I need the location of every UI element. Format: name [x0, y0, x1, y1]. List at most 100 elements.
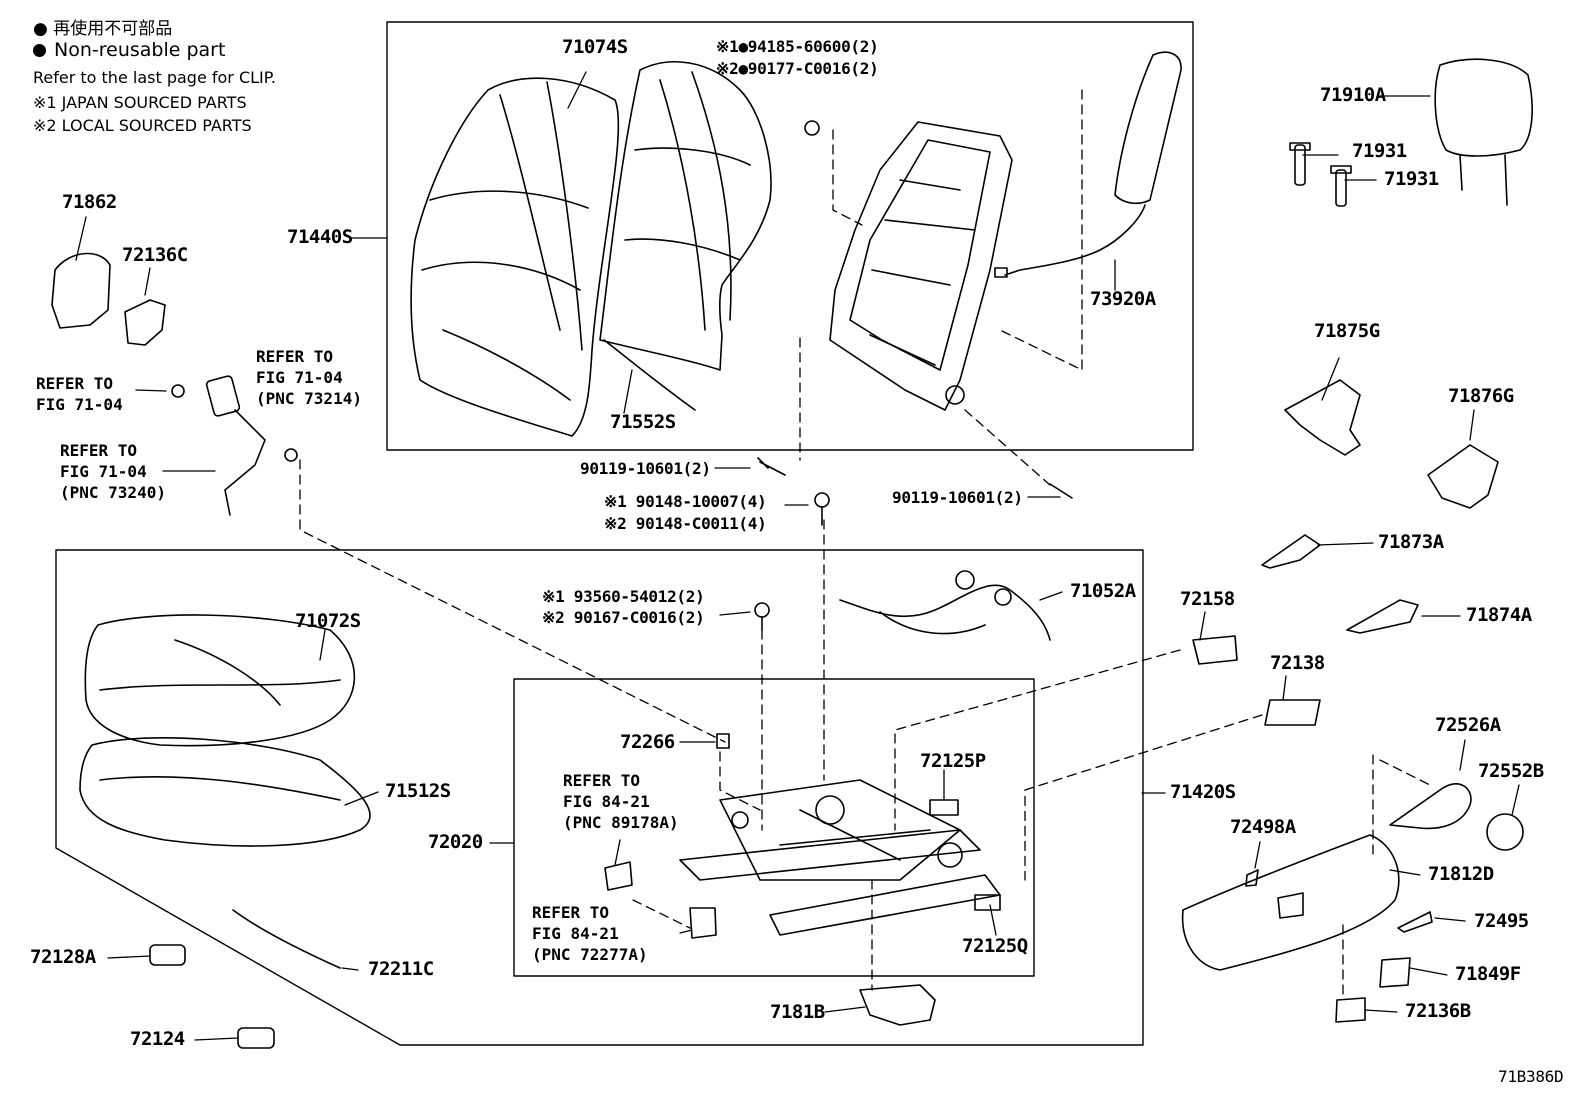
clip-72125Q [974, 894, 1001, 911]
part-label-72552B[interactable]: 72552B [1478, 760, 1544, 782]
dashed-guides [299, 89, 1431, 1001]
part-label-72136B[interactable]: 72136B [1405, 1000, 1471, 1022]
cover-72138 [1264, 699, 1321, 726]
seatback-pad-71552S [599, 61, 772, 411]
cover-72495 [1397, 911, 1433, 933]
seat-adjuster-72020 [679, 779, 1001, 936]
part-label-90177-C0016[interactable]: ※2●90177-C0016(2) [716, 59, 879, 78]
part-label-71440S[interactable]: 71440S [287, 226, 353, 248]
part-label-71876G[interactable]: 71876G [1448, 385, 1514, 407]
legend-note2: ※2 LOCAL SOURCED PARTS [33, 116, 252, 135]
seatback-group-frame [386, 21, 1194, 451]
part-label-90167-C0016[interactable]: ※2 90167-C0016(2) [542, 608, 705, 627]
part-label-94185-60600[interactable]: ※1●94185-60600(2) [716, 37, 879, 56]
part-label-71052A[interactable]: 71052A [1070, 580, 1136, 602]
refer-line: (PNC 89178A) [563, 813, 679, 832]
cushion-pad-71512S [79, 737, 371, 847]
refer-callout-pnc-73214[interactable]: REFER TO FIG 71-04 (PNC 73214) [256, 346, 362, 409]
refer-line: FIG 71-04 [60, 462, 147, 481]
part-label-71812D[interactable]: 71812D [1428, 863, 1494, 885]
part-label-71875G[interactable]: 71875G [1314, 320, 1380, 342]
part-label-71910A[interactable]: 71910A [1320, 84, 1386, 106]
part-label-7181B[interactable]: 7181B [770, 1001, 825, 1023]
bracket-72277A [689, 907, 717, 939]
adjuster-group-frame [513, 678, 1035, 977]
part-label-93560-54012[interactable]: ※1 93560-54012(2) [542, 587, 705, 606]
part-label-71874A[interactable]: 71874A [1466, 604, 1532, 626]
wire-harness-71052A [839, 570, 1051, 641]
cover-71849F [1379, 957, 1411, 988]
legend-non-reusable: Non-reusable part [33, 39, 225, 61]
part-label-72128A[interactable]: 72128A [30, 946, 96, 968]
seat-belt-buckle [171, 375, 298, 516]
part-label-72158[interactable]: 72158 [1180, 588, 1235, 610]
refer-callout-fig71-04-a[interactable]: REFER TO FIG 71-04 [36, 373, 123, 415]
seat-cover-71875G [1284, 379, 1361, 456]
clip-72124 [237, 1027, 275, 1049]
part-label-90119-10601-left[interactable]: 90119-10601(2) [580, 459, 711, 478]
refer-callout-pnc-72277A[interactable]: REFER TO FIG 84-21 (PNC 72277A) [532, 902, 648, 965]
part-label-71072S[interactable]: 71072S [295, 610, 361, 632]
side-airbag-73920A [994, 51, 1182, 278]
cover-72136C [124, 299, 166, 346]
cover-71873A [1261, 534, 1321, 569]
part-label-71873A[interactable]: 71873A [1378, 531, 1444, 553]
seatback-cover-71074S [410, 77, 620, 437]
refer-callout-pnc-73240[interactable]: REFER TO FIG 71-04 (PNC 73240) [60, 440, 166, 503]
part-label-71512S[interactable]: 71512S [385, 780, 451, 802]
leader-lines [75, 71, 1520, 1041]
bracket-7181B [859, 984, 936, 1026]
bolts [754, 120, 1073, 631]
refer-callout-pnc-89178A[interactable]: REFER TO FIG 84-21 (PNC 89178A) [563, 770, 679, 833]
part-label-71552S[interactable]: 71552S [610, 411, 676, 433]
clip-72498A [1245, 869, 1259, 887]
part-label-72138[interactable]: 72138 [1270, 652, 1325, 674]
part-label-72124[interactable]: 72124 [130, 1028, 185, 1050]
part-label-72211C[interactable]: 72211C [368, 958, 434, 980]
part-label-71074S[interactable]: 71074S [562, 36, 628, 58]
part-label-72266[interactable]: 72266 [620, 731, 675, 753]
refer-line: (PNC 73214) [256, 389, 362, 408]
refer-line: REFER TO [532, 903, 610, 922]
clip-72128A [149, 944, 186, 966]
part-label-90148-10007[interactable]: ※1 90148-10007(4) [604, 492, 767, 511]
cover-72158 [1192, 635, 1238, 665]
part-label-72020[interactable]: 72020 [428, 831, 483, 853]
knob-72526A [1389, 783, 1472, 830]
refer-line: FIG 84-21 [563, 792, 650, 811]
legend-note1: ※1 JAPAN SOURCED PARTS [33, 93, 247, 112]
part-label-73920A[interactable]: 73920A [1090, 288, 1156, 310]
legend-non-reusable-text: Non-reusable part [54, 39, 226, 61]
part-label-71849F[interactable]: 71849F [1455, 963, 1521, 985]
part-label-72498A[interactable]: 72498A [1230, 816, 1296, 838]
part-label-71931-upper[interactable]: 71931 [1352, 140, 1407, 162]
hinge-cover-71862 [51, 252, 111, 329]
part-label-72495[interactable]: 72495 [1474, 910, 1529, 932]
refer-line: REFER TO [36, 374, 114, 393]
refer-line: REFER TO [60, 441, 138, 460]
part-label-72526A[interactable]: 72526A [1435, 714, 1501, 736]
legend-jp-note: ● 再使用不可部品 [33, 19, 173, 39]
part-label-71420S[interactable]: 71420S [1170, 781, 1236, 803]
part-label-72125P[interactable]: 72125P [920, 750, 986, 772]
non-reusable-dot-icon [33, 44, 46, 57]
part-label-90119-10601-right[interactable]: 90119-10601(2) [892, 488, 1023, 507]
part-label-72125Q[interactable]: 72125Q [962, 935, 1028, 957]
refer-line: (PNC 73240) [60, 483, 166, 502]
refer-line: REFER TO [563, 771, 641, 790]
cover-71874A [1346, 599, 1419, 634]
part-label-90148-C0011[interactable]: ※2 90148-C0011(4) [604, 514, 767, 533]
part-label-72136C[interactable]: 72136C [122, 244, 188, 266]
refer-line: FIG 71-04 [256, 368, 343, 387]
refer-line: REFER TO [256, 347, 334, 366]
part-label-71862[interactable]: 71862 [62, 191, 117, 213]
cap-72552B [1486, 813, 1524, 851]
figure-code: 71B386D [1498, 1067, 1564, 1086]
part-label-71931-lower[interactable]: 71931 [1384, 168, 1439, 190]
cushion-cover-71072S [84, 614, 356, 747]
seat-cover-71876G [1427, 444, 1499, 509]
headrest-71910A [1434, 58, 1533, 206]
clip-72266 [716, 733, 730, 749]
refer-line: FIG 84-21 [532, 924, 619, 943]
